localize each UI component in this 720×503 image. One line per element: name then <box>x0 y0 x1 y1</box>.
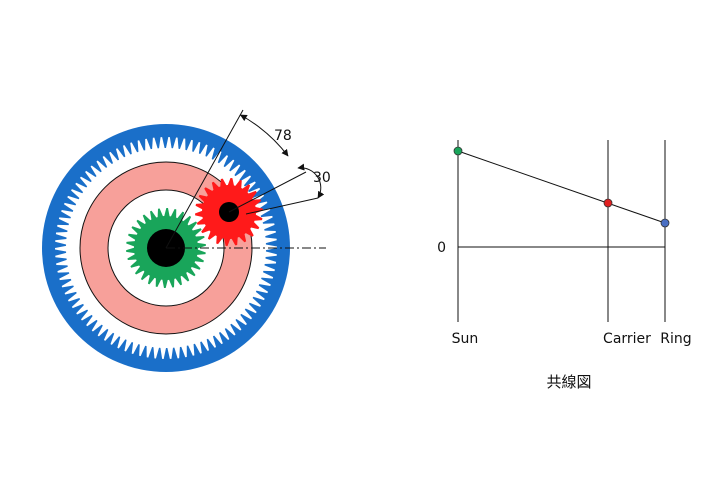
planetary-gear-set: 78 30 <box>42 109 331 372</box>
axis-label-sun: Sun <box>452 331 479 347</box>
radial-line-inner <box>228 171 307 213</box>
axis-label-ring: Ring <box>660 331 691 347</box>
dimension-arc-30 <box>297 163 325 199</box>
point-carrier <box>603 198 613 208</box>
caption: 共線図 <box>546 373 591 391</box>
point-ring <box>660 218 670 228</box>
axis-label-carrier: Carrier <box>603 331 651 347</box>
extension-line-78 <box>245 197 319 215</box>
dimension-label-78: 78 <box>274 128 292 144</box>
nomograph: 0 Sun Carrier Ring 共線図 <box>437 140 692 391</box>
dimension-label-30: 30 <box>313 170 331 186</box>
point-sun <box>453 146 463 156</box>
zero-label: 0 <box>437 240 446 256</box>
dimension-arc-78 <box>239 114 289 157</box>
radial-line-outer <box>165 109 244 249</box>
speed-line <box>457 150 666 224</box>
